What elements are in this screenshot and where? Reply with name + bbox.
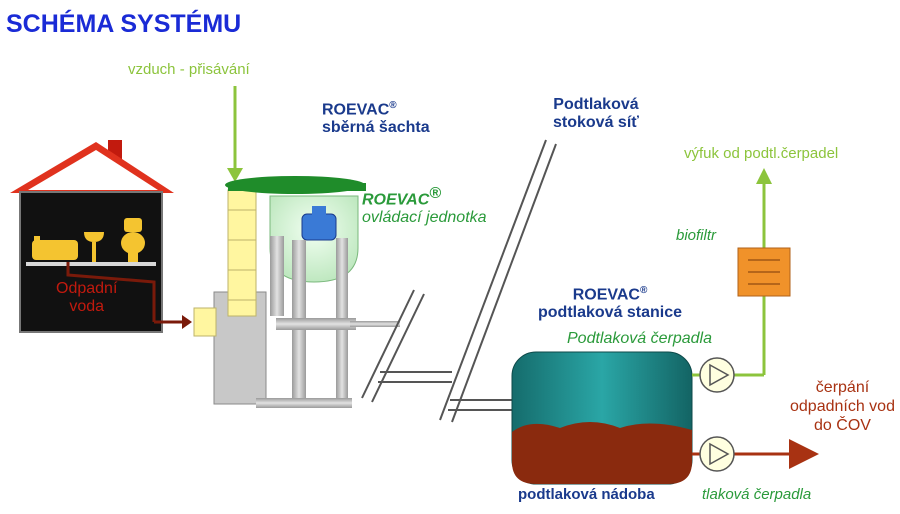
exhaust-arrow (756, 168, 772, 184)
pumping-line3: do ČOV (814, 417, 871, 435)
collection-shaft-name: sběrná šachta (322, 119, 430, 137)
station-name: podtlaková stanice (538, 304, 683, 322)
pressure-pumps-label: tlaková čerpadla (702, 486, 812, 503)
vacuum-vessel-label: podtlaková nádoba (518, 486, 655, 503)
registered-mark: ® (639, 285, 648, 296)
registered-mark: ® (429, 185, 442, 202)
pumping-line1: čerpání (815, 379, 870, 396)
registered-mark: ® (389, 100, 397, 111)
biofilter-label: biofiltr (676, 227, 717, 244)
collection-shaft (193, 86, 400, 408)
vacuum-station-label: ROEVAC® podtlaková stanice (538, 285, 682, 322)
exhaust-line (692, 168, 791, 393)
control-unit-brand: ROEVAC (362, 191, 430, 209)
outlet-pipe (350, 321, 400, 327)
sludge (512, 422, 692, 484)
vacuum-pumps-label: Podtlaková čerpadla (567, 330, 712, 347)
toilet-icon (124, 218, 142, 232)
vacuum-sewer-line1: Podtlaková (553, 96, 639, 113)
pressure-pump-icon (699, 436, 735, 472)
vacuum-pump-icon (699, 357, 735, 393)
suction-pipe (270, 236, 284, 316)
control-unit-name: ovládací jednotka (362, 209, 487, 227)
pumping-line2: odpadních vod (790, 398, 895, 416)
valve-icon (301, 213, 337, 241)
vacuum-sewer-label: Podtlaková stoková síť (553, 96, 639, 132)
vacuum-vessel (511, 351, 693, 485)
control-unit-label: ROEVAC® ovládací jednotka (362, 185, 487, 227)
bathtub-icon (32, 240, 78, 260)
collection-shaft-brand: ROEVAC (322, 101, 390, 119)
station-brand: ROEVAC (572, 286, 640, 304)
wastewater-line1: Odpadní (56, 280, 118, 297)
vacuum-sewer-network (361, 139, 557, 423)
vacuum-sewer-line2: stoková síť (553, 113, 639, 131)
collection-shaft-label: ROEVAC® sběrná šachta (322, 100, 430, 137)
inlet-pipe (193, 307, 217, 337)
house (10, 140, 192, 333)
air-intake-label: vzduch - přisávání (128, 61, 250, 78)
pumping-to-wwtp-label: čerpání odpadních vod do ČOV (790, 378, 895, 436)
page-title: SCHÉMA SYSTÉMU (6, 10, 242, 38)
wastewater-label: Odpadní voda (56, 280, 117, 317)
pump-exhaust-label: výfuk od podtl.čerpadel (684, 145, 839, 162)
shaft-riser (227, 189, 257, 317)
wastewater-line2: voda (69, 298, 105, 316)
discharge-line (692, 436, 819, 472)
sink-icon (84, 232, 104, 242)
